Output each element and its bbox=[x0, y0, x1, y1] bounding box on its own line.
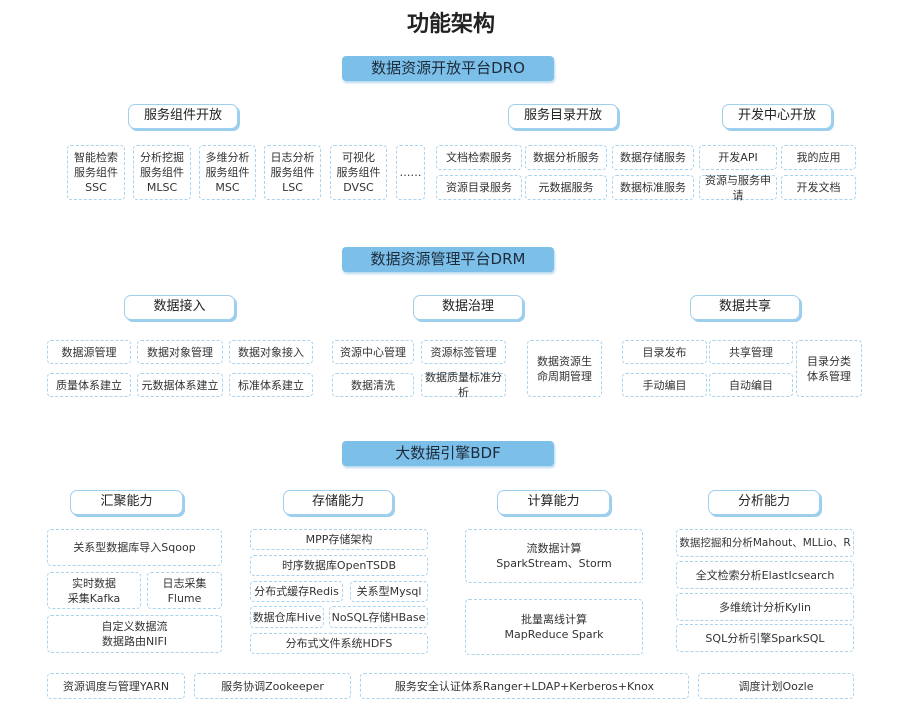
analysis-box: 全文检索分析ElastIcsearch bbox=[676, 561, 854, 589]
sharing-box: 目录发布 bbox=[622, 340, 707, 364]
compute-box: 批量离线计算 MapReduce Spark bbox=[465, 599, 643, 655]
catalog-box: 数据存储服务 bbox=[612, 145, 694, 170]
access-box: 标准体系建立 bbox=[229, 373, 313, 397]
drm-banner: 数据资源管理平台DRM bbox=[342, 247, 554, 272]
governance-box: 资源标签管理 bbox=[421, 340, 506, 364]
base-box: 服务安全认证体系Ranger+LDAP+Kerberos+Knox bbox=[360, 673, 689, 699]
component-box: 日志分析 服务组件 LSC bbox=[264, 145, 321, 200]
group-header: 汇聚能力 bbox=[70, 490, 183, 515]
component-box: 多维分析 服务组件 MSC bbox=[199, 145, 256, 200]
sharing-box: 目录分类 体系管理 bbox=[796, 340, 862, 397]
collect-box: 日志采集 Flume bbox=[147, 572, 222, 609]
component-box: 智能检索 服务组件 SSC bbox=[67, 145, 125, 200]
base-box: 资源调度与管理YARN bbox=[47, 673, 185, 699]
storage-box: 分布式文件系统HDFS bbox=[250, 633, 428, 654]
access-box: 数据对象管理 bbox=[137, 340, 223, 364]
group-header: 服务目录开放 bbox=[508, 104, 618, 129]
access-box: 质量体系建立 bbox=[47, 373, 131, 397]
group-header: 计算能力 bbox=[497, 490, 610, 515]
governance-box: 数据资源生 命周期管理 bbox=[527, 340, 602, 397]
collect-box: 关系型数据库导入Sqoop bbox=[47, 529, 222, 566]
analysis-box: SQL分析引擎SparkSQL bbox=[676, 624, 854, 652]
compute-box: 流数据计算 SparkStream、Storm bbox=[465, 529, 643, 583]
access-box: 元数据体系建立 bbox=[137, 373, 223, 397]
dev-box: 资源与服务申请 bbox=[699, 174, 777, 202]
storage-box: MPP存储架构 bbox=[250, 529, 428, 550]
governance-box: 数据清洗 bbox=[332, 373, 414, 397]
group-header: 服务组件开放 bbox=[128, 104, 238, 129]
storage-box: 分布式缓存Redis bbox=[250, 581, 343, 602]
base-box: 服务协调Zookeeper bbox=[194, 673, 351, 699]
group-header: 数据接入 bbox=[124, 295, 235, 320]
group-header: 数据治理 bbox=[413, 295, 523, 320]
catalog-box: 数据分析服务 bbox=[525, 145, 607, 170]
group-header: 分析能力 bbox=[708, 490, 820, 515]
page-title: 功能架构 bbox=[406, 12, 495, 37]
storage-box: NoSQL存储HBase bbox=[329, 606, 428, 628]
storage-box: 时序数据库OpenTSDB bbox=[250, 555, 428, 576]
analysis-box: 数据挖掘和分析Mahout、MLLio、R bbox=[676, 529, 854, 557]
group-header: 存储能力 bbox=[283, 490, 393, 515]
dev-box: 开发文档 bbox=[781, 175, 856, 200]
storage-box: 关系型Mysql bbox=[350, 581, 428, 602]
catalog-box: 数据标准服务 bbox=[612, 175, 694, 200]
collect-box: 实时数据 采集Kafka bbox=[47, 572, 141, 609]
dev-box: 我的应用 bbox=[781, 145, 856, 170]
component-box-more: …… bbox=[396, 145, 425, 200]
storage-box: 数据仓库Hive bbox=[250, 606, 324, 628]
governance-box: 资源中心管理 bbox=[332, 340, 414, 364]
analysis-box: 多维统计分析Kylin bbox=[676, 593, 854, 621]
group-header: 数据共享 bbox=[690, 295, 800, 320]
component-box: 分析挖掘 服务组件 MLSC bbox=[133, 145, 191, 200]
catalog-box: 资源目录服务 bbox=[436, 175, 522, 200]
sharing-box: 手动编目 bbox=[622, 373, 707, 397]
base-box: 调度计划Oozle bbox=[698, 673, 854, 699]
sharing-box: 自动编目 bbox=[709, 373, 793, 397]
access-box: 数据对象接入 bbox=[229, 340, 313, 364]
governance-box: 数据质量标准分析 bbox=[421, 371, 506, 399]
access-box: 数据源管理 bbox=[47, 340, 131, 364]
component-box: 可视化 服务组件 DVSC bbox=[330, 145, 387, 200]
dev-box: 开发API bbox=[699, 145, 777, 170]
dro-banner: 数据资源开放平台DRO bbox=[342, 56, 554, 81]
sharing-box: 共享管理 bbox=[709, 340, 793, 364]
catalog-box: 元数据服务 bbox=[525, 175, 607, 200]
group-header: 开发中心开放 bbox=[722, 104, 832, 129]
collect-box: 自定义数据流 数据路由NIFI bbox=[47, 615, 222, 653]
bdf-banner: 大数据引擎BDF bbox=[342, 441, 554, 466]
catalog-box: 文档检索服务 bbox=[436, 145, 522, 170]
